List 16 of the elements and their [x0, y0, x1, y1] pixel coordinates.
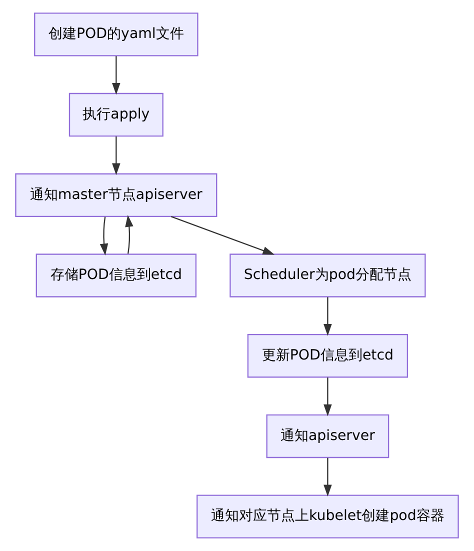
arrow [324, 458, 332, 497]
node-box: 通知对应节点上kubelet创建pod容器 [196, 494, 459, 538]
node-box: 更新POD信息到etcd [247, 334, 408, 378]
node-box: 执行apply [68, 92, 164, 137]
node-box: 通知apiserver [266, 414, 390, 458]
node-box: 存储POD信息到etcd [36, 254, 197, 298]
node-box: 通知master节点apiserver [15, 173, 218, 217]
node-box: 创建POD的yaml文件 [34, 12, 198, 56]
arrow [324, 297, 332, 336]
arrow [324, 378, 332, 416]
arrow [112, 136, 120, 176]
arrow [112, 56, 120, 95]
arrow [100, 216, 108, 256]
node-box: Scheduler为pod分配节点 [230, 254, 426, 298]
arrow [170, 216, 275, 255]
arrow [125, 215, 134, 254]
